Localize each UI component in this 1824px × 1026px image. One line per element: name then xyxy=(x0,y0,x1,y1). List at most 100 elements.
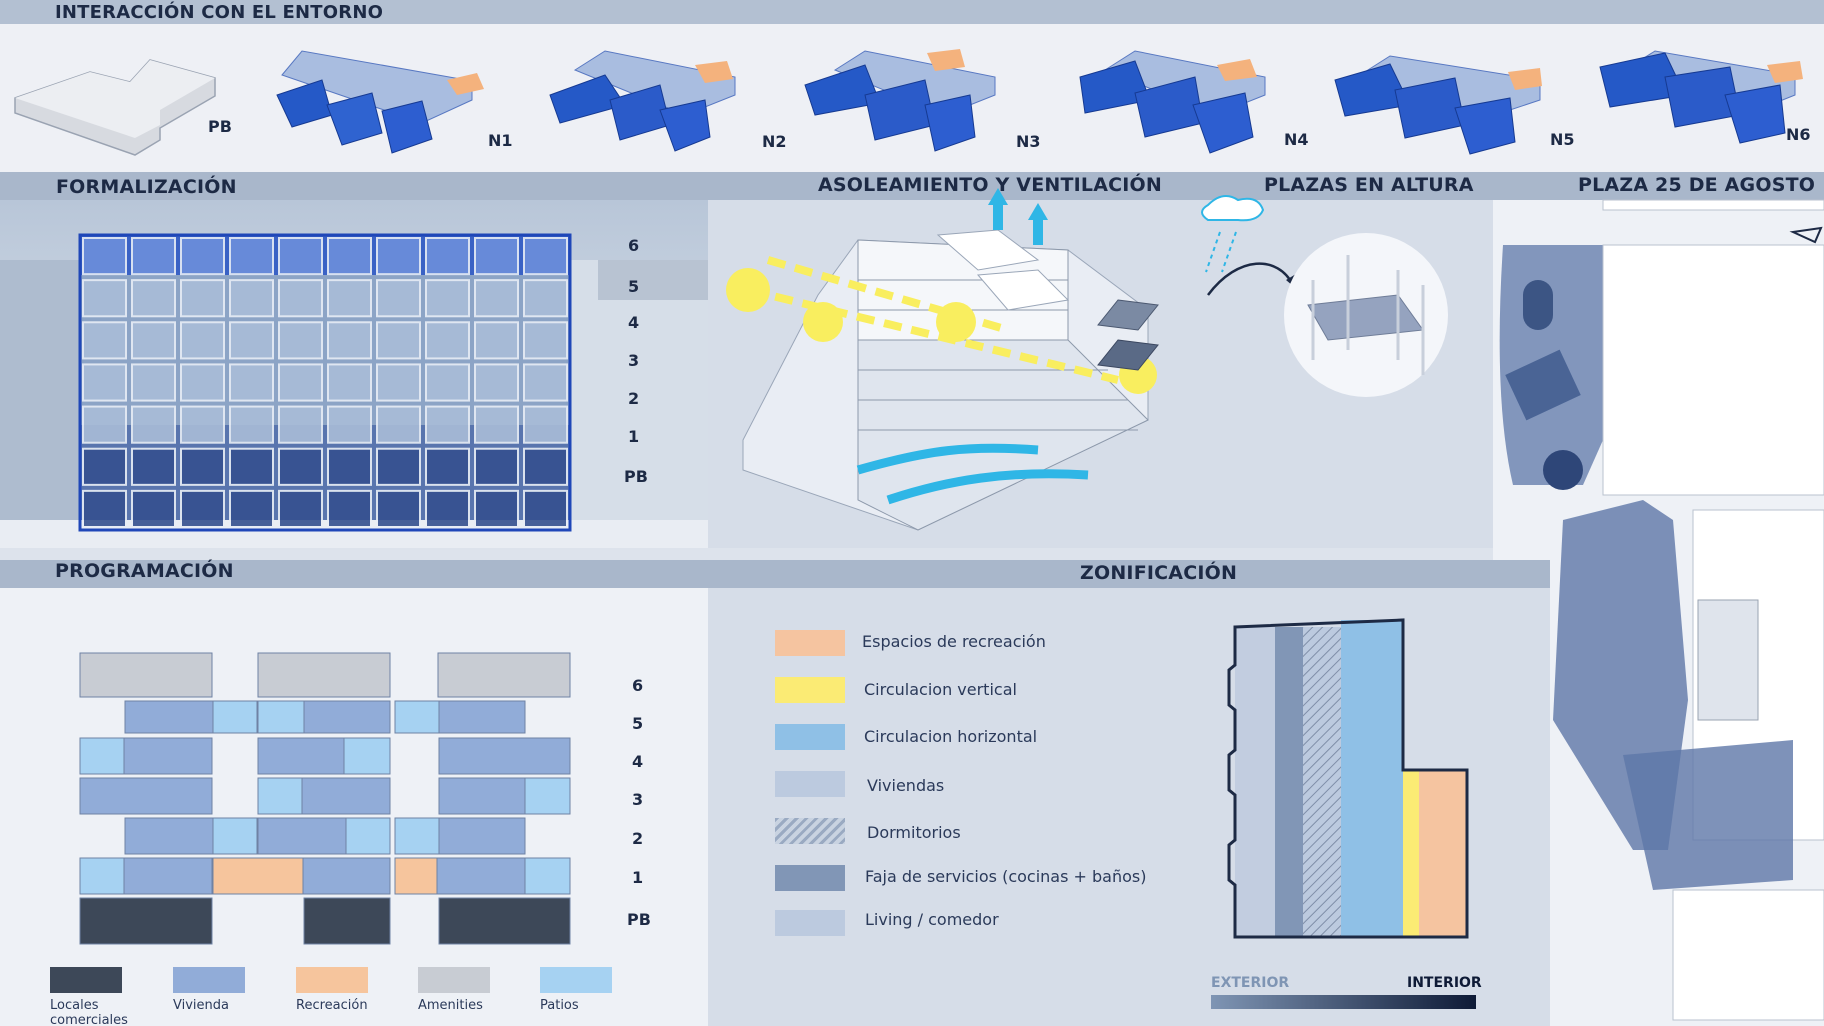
facade-window xyxy=(229,237,274,276)
programacion-legend-swatch xyxy=(540,967,612,993)
facade-window xyxy=(278,321,323,360)
gradient-right-label: INTERIOR xyxy=(1407,975,1482,991)
facade-window xyxy=(327,279,372,318)
facade-window xyxy=(376,321,421,360)
facade-window xyxy=(425,237,470,276)
facade-window xyxy=(278,489,323,529)
zonificacion-legend-label: Living / comedor xyxy=(865,910,999,929)
formalizacion-level-label: 4 xyxy=(628,313,640,332)
programacion-block xyxy=(79,857,125,895)
programacion-block xyxy=(438,737,571,775)
facade-window xyxy=(131,405,176,444)
facade-window xyxy=(523,405,568,444)
middle-header-band xyxy=(0,172,1824,200)
programacion-block xyxy=(438,817,526,855)
facade-window xyxy=(523,237,568,276)
facade-window xyxy=(229,363,274,402)
facade-window xyxy=(82,447,127,486)
programacion-block xyxy=(343,737,391,775)
facade-window xyxy=(327,237,372,276)
programacion-title: PROGRAMACIÓN xyxy=(55,560,234,582)
facade-window xyxy=(278,279,323,318)
programacion-block xyxy=(394,700,440,734)
programacion-level-label: 5 xyxy=(632,714,644,733)
programacion-block xyxy=(79,737,125,775)
programacion-block xyxy=(438,897,571,945)
facade-window xyxy=(229,279,274,318)
programacion-block xyxy=(123,857,213,895)
facade-window xyxy=(229,405,274,444)
programacion-legend-label: Patios xyxy=(540,998,579,1013)
facade-window xyxy=(523,321,568,360)
facade-window xyxy=(425,447,470,486)
programacion-block xyxy=(257,817,347,855)
facade-window xyxy=(82,279,127,318)
programacion-blocks xyxy=(79,652,571,945)
facade-window xyxy=(327,447,372,486)
programacion-legend-label: Recreación xyxy=(296,998,368,1013)
entorno-level-label: N1 xyxy=(488,131,513,150)
plazas-altura-title: PLAZAS EN ALTURA xyxy=(1264,174,1474,196)
asoleamiento-title: ASOLEAMIENTO Y VENTILACIÓN xyxy=(818,174,1162,196)
entorno-level-label: N2 xyxy=(762,132,787,151)
programacion-block xyxy=(124,817,214,855)
programacion-block xyxy=(524,857,571,895)
facade-window xyxy=(82,237,127,276)
facade-window xyxy=(376,363,421,402)
programacion-block xyxy=(257,700,305,734)
facade-window xyxy=(474,405,519,444)
facade-window xyxy=(327,321,372,360)
programacion-block xyxy=(437,652,571,698)
level-model-pb xyxy=(14,59,216,156)
programacion-block xyxy=(79,652,213,698)
programacion-block xyxy=(257,737,345,775)
facade-window xyxy=(82,321,127,360)
level-model-n3 xyxy=(804,49,996,152)
formalizacion-title: FORMALIZACIÓN xyxy=(56,176,237,198)
entorno-level-label: N3 xyxy=(1016,132,1041,151)
facade-window xyxy=(229,447,274,486)
facade-window xyxy=(278,405,323,444)
gradient-left-label: EXTERIOR xyxy=(1211,975,1290,991)
zonificacion-legend-swatch xyxy=(775,630,845,656)
facade-window xyxy=(376,237,421,276)
facade-window xyxy=(327,363,372,402)
formalizacion-level-label: 6 xyxy=(628,236,640,255)
facade-window xyxy=(278,363,323,402)
programacion-legend-swatch xyxy=(418,967,490,993)
level-model-n5 xyxy=(1334,55,1542,155)
programacion-legend-swatch xyxy=(296,967,368,993)
entorno-title: INTERACCIÓN CON EL ENTORNO xyxy=(55,2,384,23)
facade-window xyxy=(523,489,568,529)
facade-window xyxy=(278,447,323,486)
level-model-n6 xyxy=(1599,50,1803,144)
facade-window xyxy=(376,279,421,318)
level-model-n4 xyxy=(1079,50,1266,154)
facade-window xyxy=(82,489,127,529)
programacion-block xyxy=(302,857,391,895)
formalizacion-level-label: 5 xyxy=(628,277,640,296)
zonificacion-legend-swatch xyxy=(775,818,845,844)
facade-window xyxy=(180,489,225,529)
zonificacion-plan xyxy=(1227,618,1469,939)
programacion-level-label: 4 xyxy=(632,752,644,771)
facade-window xyxy=(229,489,274,529)
zonificacion-title: ZONIFICACIÓN xyxy=(1080,562,1238,584)
programacion-level-label: 2 xyxy=(632,829,644,848)
facade-window xyxy=(425,405,470,444)
zonificacion-legend-label: Espacios de recreación xyxy=(862,632,1046,651)
programacion-block xyxy=(394,857,438,895)
programacion-block xyxy=(212,817,258,855)
zonificacion-legend-swatch xyxy=(775,677,845,703)
programacion-block xyxy=(212,857,304,895)
level-model-n2 xyxy=(549,50,736,152)
plaza-map xyxy=(1499,199,1824,1021)
programacion-block xyxy=(301,777,391,815)
facade-window xyxy=(425,321,470,360)
programacion-block xyxy=(257,652,391,698)
facade-window xyxy=(327,405,372,444)
exterior-interior-gradient xyxy=(1211,995,1476,1009)
programacion-level-label: 6 xyxy=(632,676,644,695)
plaza-25-title: PLAZA 25 DE AGOSTO xyxy=(1578,174,1816,196)
programacion-block xyxy=(79,777,213,815)
